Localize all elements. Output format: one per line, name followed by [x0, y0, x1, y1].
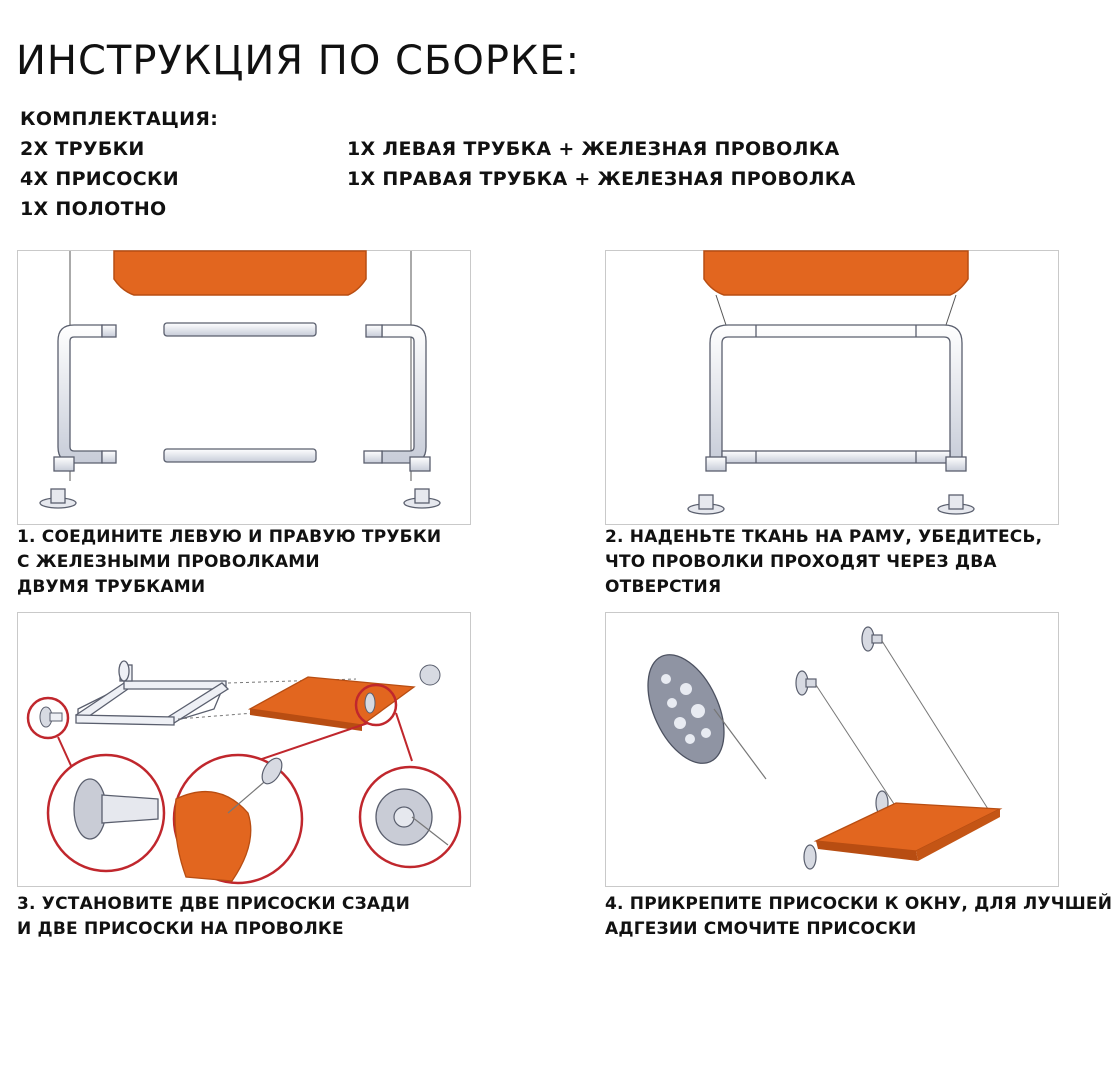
zoom-callout-right-small — [354, 664, 441, 727]
suction-cup-icon — [687, 494, 975, 515]
step-4-caption: 4. ПРИКРЕПИТЕ ПРИСОСКИ К ОКНУ, ДЛЯ ЛУЧШЕ… — [605, 894, 1112, 939]
right-tube — [363, 324, 431, 472]
assembled-frame — [705, 324, 967, 472]
kit-item-suction-cups: 4Х ПРИСОСКИ — [20, 168, 179, 190]
frame-perspective — [74, 660, 230, 726]
zoom-callout-left-small — [26, 696, 70, 740]
step-1-caption: 1. СОЕДИНИТЕ ЛЕВУЮ И ПРАВУЮ ТРУБКИ С ЖЕЛ… — [17, 527, 442, 597]
page-title: ИНСТРУКЦИЯ ПО СБОРКЕ: — [16, 38, 581, 84]
fabric-sheet — [113, 250, 367, 296]
suction-cup-icon — [39, 488, 441, 509]
step-3-illustration — [17, 612, 471, 887]
zoom-circle-fabric-wire — [172, 753, 304, 885]
kit-item-right-tube: 1Х ПРАВАЯ ТРУБКА + ЖЕЛЕЗНАЯ ПРОВОЛКА — [347, 168, 856, 190]
step-4-illustration — [605, 612, 1059, 887]
step-1-illustration — [17, 250, 471, 525]
suction-cup-large-icon — [647, 654, 767, 780]
step-2-illustration — [605, 250, 1059, 525]
fabric-sheet — [247, 676, 416, 731]
kit-item-tubes: 2Х ТРУБКИ — [20, 138, 145, 160]
fabric-sheet — [703, 250, 969, 296]
middle-tubes — [163, 322, 317, 463]
left-tube — [53, 324, 117, 472]
kit-item-fabric: 1Х ПОЛОТНО — [20, 198, 167, 220]
installed-hammock — [813, 802, 1003, 861]
suction-cup-icon — [795, 626, 889, 870]
step-3-caption: 3. УСТАНОВИТЕ ДВЕ ПРИСОСКИ СЗАДИ И ДВЕ П… — [17, 894, 411, 939]
kit-item-left-tube: 1Х ЛЕВАЯ ТРУБКА + ЖЕЛЕЗНАЯ ПРОВОЛКА — [347, 138, 840, 160]
zoom-circle-suction-cup — [46, 753, 166, 873]
step-2-caption: 2. НАДЕНЬТЕ ТКАНЬ НА РАМУ, УБЕДИТЕСЬ, ЧТ… — [605, 527, 1043, 597]
kit-heading: КОМПЛЕКТАЦИЯ: — [20, 108, 219, 130]
zoom-circle-cup-front — [358, 765, 462, 869]
